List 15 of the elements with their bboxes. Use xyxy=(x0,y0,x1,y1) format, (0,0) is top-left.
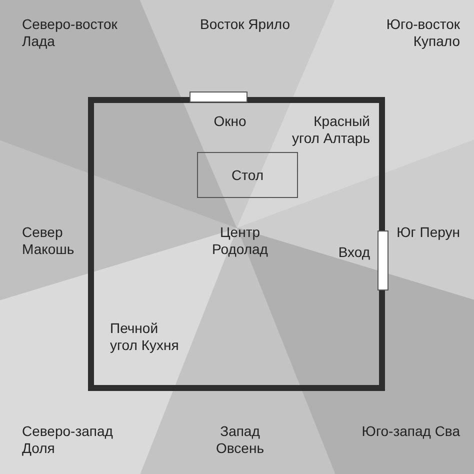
zone-label: Вход xyxy=(337,244,370,261)
zone-label: Восток Ярило xyxy=(200,16,290,33)
zone-label: Юг Перун xyxy=(396,224,460,241)
table-box xyxy=(197,152,298,198)
table-label: Стол xyxy=(231,166,264,184)
zone-label: Северо-восток Лада xyxy=(22,16,118,50)
zone-label: Печной угол Кухня xyxy=(110,320,180,354)
zone-label: Окно xyxy=(212,113,248,130)
zone-label: Центр Родолад xyxy=(211,224,269,258)
zone-label: Красный угол Алтарь xyxy=(291,113,370,147)
zone-label: Юго-запад Сва xyxy=(360,423,460,440)
zone-label: Юго-восток Купало xyxy=(385,16,460,50)
zone-label: Северо-запад Доля xyxy=(22,423,114,457)
zone-label: Север Макошь xyxy=(22,224,76,258)
zone-label: Запад Овсень xyxy=(215,423,265,457)
